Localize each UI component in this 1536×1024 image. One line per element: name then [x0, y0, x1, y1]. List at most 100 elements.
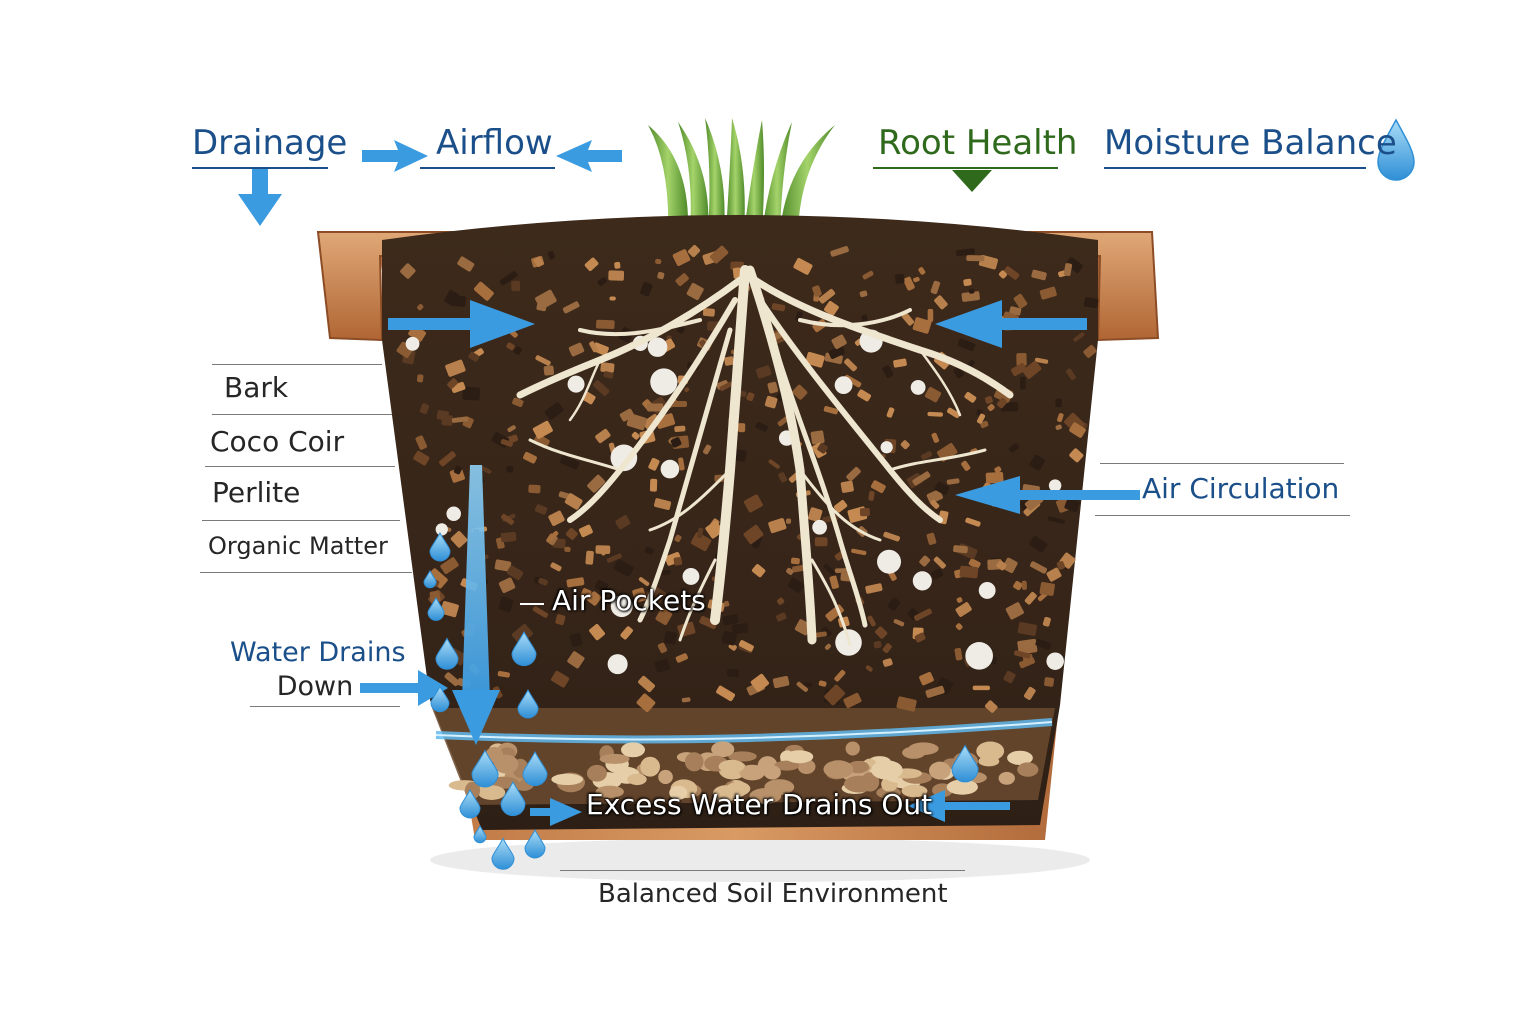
perlite-rule — [202, 520, 400, 521]
soil-particle — [914, 632, 926, 643]
soil-particle — [413, 450, 430, 466]
gravel-pebble — [763, 765, 781, 780]
soil-particle — [594, 579, 609, 593]
soil-particle — [955, 248, 975, 257]
perlite-chunk — [446, 506, 461, 522]
soil-particle — [547, 531, 559, 542]
soil-particle — [1022, 360, 1042, 379]
soil-particle — [1003, 266, 1020, 280]
soil-particle — [829, 575, 839, 589]
soil-particle — [1083, 297, 1099, 309]
soil-particle — [859, 508, 870, 517]
soil-particle — [592, 342, 609, 356]
soil-particle — [1063, 263, 1073, 277]
soil-particle — [865, 583, 883, 594]
soil-particle — [638, 577, 650, 586]
soil-particle — [1066, 368, 1076, 381]
soil-particle — [751, 564, 766, 578]
soil-particle — [636, 693, 656, 712]
soil-particle — [532, 606, 549, 618]
gravel-pebble — [478, 785, 506, 800]
soil-particle — [764, 395, 778, 409]
soil-particle — [862, 270, 874, 280]
soil-particle — [1039, 286, 1057, 300]
soil-particle — [686, 282, 704, 301]
soil-particle — [532, 420, 553, 439]
soil-particle — [1047, 516, 1065, 524]
soil-particle — [626, 413, 647, 431]
soil-particle — [955, 623, 963, 631]
gravel-pebble — [1007, 750, 1033, 765]
header-drainage: Drainage — [192, 123, 348, 163]
soil-particle — [818, 288, 836, 304]
soil-particle — [985, 472, 1004, 484]
soil-particle — [544, 402, 564, 420]
soil-particle — [953, 366, 964, 379]
soil-particle — [918, 267, 926, 275]
soil-particle — [984, 700, 998, 713]
soil-particle — [589, 341, 598, 353]
soil-particle — [805, 351, 825, 368]
soil-particle — [824, 301, 839, 316]
perlite-chunk — [912, 571, 932, 591]
soil-particle — [755, 422, 768, 432]
soil-particle — [1009, 443, 1019, 453]
soil-particle — [730, 261, 744, 270]
soil-particle — [925, 685, 945, 698]
water-drains-rule — [250, 706, 400, 707]
pot-shadow — [430, 838, 1090, 882]
soil-particle — [980, 420, 989, 429]
soil-particle — [603, 371, 614, 379]
soil-particle — [555, 614, 566, 626]
gravel-pebble — [785, 750, 814, 764]
soil-particle — [1003, 670, 1016, 684]
soil-particle — [400, 263, 416, 279]
soil-particle — [1042, 616, 1051, 627]
soil-particle — [901, 312, 915, 326]
soil-particle — [497, 671, 510, 678]
soil-particle — [930, 280, 941, 295]
soil-particle — [675, 653, 688, 663]
perlite-chunk — [435, 523, 448, 536]
drainage-down-arrow-icon — [238, 168, 282, 226]
soil-particle — [608, 270, 625, 281]
gravel-pebble — [871, 760, 903, 780]
soil-particle — [709, 245, 729, 264]
soil-particle — [886, 407, 895, 418]
soil-particle — [926, 489, 943, 504]
perlite-chunk — [607, 654, 628, 675]
footer-balanced-soil: Balanced Soil Environment — [598, 879, 948, 909]
air-circulation-rule-top — [1100, 463, 1344, 464]
air-pockets-label: Air Pockets — [552, 584, 706, 617]
gravel-pebble — [774, 760, 800, 771]
soil-particle — [868, 490, 875, 501]
soil-particle — [655, 608, 673, 626]
soil-particle — [419, 403, 430, 414]
soil-particle — [772, 675, 790, 689]
soil-particle — [767, 381, 779, 394]
perlite-chunk — [880, 441, 893, 454]
soil-particle — [638, 675, 655, 693]
soil-particle — [726, 668, 740, 678]
gravel-pebble — [901, 784, 928, 798]
soil-particle — [919, 671, 934, 686]
soil-particle — [655, 258, 662, 265]
gravel-pebble — [627, 773, 647, 786]
soil-particle — [957, 338, 976, 352]
footer-rule — [560, 870, 965, 871]
soil-particle — [564, 493, 583, 510]
soil-particle — [534, 256, 544, 267]
header-root-health: Root Health — [878, 123, 1078, 163]
soil-particle — [1069, 448, 1084, 463]
soil-particle — [959, 565, 979, 579]
soil-particle — [534, 504, 548, 515]
water-drop-icon — [473, 824, 487, 844]
water-drop-icon — [522, 750, 548, 787]
soil-particle — [955, 602, 972, 617]
soil-particle — [752, 534, 762, 549]
soil-particle — [1055, 398, 1062, 408]
soil-particle — [646, 403, 664, 412]
gravel-pebble — [658, 769, 673, 785]
perlite-chunk — [1046, 652, 1064, 670]
